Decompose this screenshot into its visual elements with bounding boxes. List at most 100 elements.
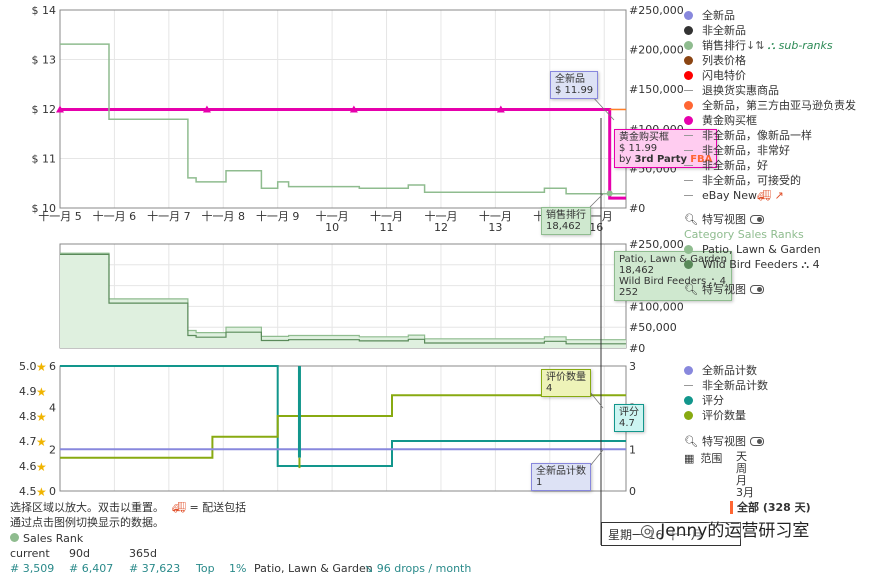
- col-current: current: [10, 547, 50, 560]
- star-icon: ★: [36, 360, 47, 374]
- legend-item[interactable]: 闪电特价: [684, 68, 856, 83]
- legend-item[interactable]: 非全新品，非常好: [684, 143, 856, 158]
- sub-ranks-link[interactable]: ⛬ sub-ranks: [767, 39, 833, 52]
- toggle-icon[interactable]: [749, 215, 764, 224]
- star-icon: ★: [36, 410, 47, 424]
- star-icon: ★: [36, 385, 47, 399]
- legend-item[interactable]: eBay New 🚚︎ ↗: [684, 188, 856, 203]
- rating-tick-label: 4.9: [19, 385, 37, 398]
- tip-review-count: 评价数量 4: [541, 369, 591, 397]
- count-tick-label: 0: [49, 485, 56, 498]
- rank-top: Top: [196, 562, 215, 575]
- legend-label: 非全新品，可接受的: [702, 174, 801, 187]
- rank-current: # 3,509: [10, 562, 55, 575]
- range-option[interactable]: 天: [736, 450, 747, 463]
- legend-item[interactable]: 评价数量: [684, 408, 768, 423]
- range-all-button[interactable]: 全部 (328 天): [730, 501, 811, 514]
- legend-swatch: [684, 101, 693, 110]
- legend-swatch: [684, 245, 693, 254]
- sort-icon[interactable]: ↓⇅: [746, 39, 765, 52]
- x-tick-day-label: 16: [589, 221, 603, 234]
- legend-hint: 通过点击图例切换显示的数据。: [10, 516, 164, 529]
- trend-down-icon: ↘: [364, 562, 374, 575]
- truck-icon[interactable]: 🚚︎ ↗: [757, 189, 784, 202]
- legend-item[interactable]: 黄金购买框: [684, 113, 856, 128]
- legend-item[interactable]: 列表价格: [684, 53, 856, 68]
- legend-label: 非全新品计数: [702, 379, 768, 392]
- category-legend-item[interactable]: Wild Bird Feeders ⛬ 4: [684, 257, 821, 272]
- legend-swatch: [684, 11, 693, 20]
- calendar-icon: ▦: [684, 452, 695, 465]
- truck-icon: 🚚︎: [172, 501, 186, 514]
- legend-swatch: [684, 385, 693, 386]
- wechat-icon: ◎: [640, 521, 655, 541]
- x-tick-label: 十一月: [479, 209, 512, 223]
- view-toggle-mid[interactable]: 🔍︎特写视图: [684, 282, 764, 297]
- legend-item[interactable]: 非全新品: [684, 23, 856, 38]
- range-option[interactable]: 周: [736, 462, 747, 475]
- legend-swatch: [684, 396, 693, 405]
- search-icon: 🔍︎: [684, 435, 698, 448]
- legend-label: eBay New: [702, 189, 758, 202]
- view-toggle-top[interactable]: 🔍︎特写视图: [684, 212, 764, 227]
- legend-item[interactable]: 退换货实惠商品: [684, 83, 856, 98]
- legend-swatch: [684, 135, 693, 136]
- x-tick-label: 十一月 5: [38, 209, 82, 223]
- count-tick-label: 4: [49, 402, 56, 415]
- legend-item[interactable]: 非全新品，好: [684, 158, 856, 173]
- legend-label: 评分: [702, 394, 724, 407]
- legend-item[interactable]: 销售排行 ↓⇅ ⛬ sub-ranks: [684, 38, 856, 53]
- range-option[interactable]: 月: [736, 474, 747, 487]
- legend-label: Wild Bird Feeders ⛬ 4: [702, 258, 820, 271]
- toggle-icon[interactable]: [749, 437, 764, 446]
- y-left-tick-label: $ 10: [32, 202, 57, 215]
- count-tick-label: 6: [49, 360, 56, 373]
- rating-tick-label: 4.6: [19, 460, 37, 473]
- crosshair-date-label: 星期一 16 十一月: [601, 522, 741, 546]
- search-icon: 🔍︎: [684, 283, 698, 296]
- tip-connector: [589, 449, 604, 467]
- sales-rank-point: [606, 190, 613, 197]
- legend-swatch: [684, 150, 693, 151]
- x-tick-label: 十一月: [424, 209, 457, 223]
- category-line: [60, 253, 626, 345]
- shipping-note: 🚚︎ = 配送包括: [172, 501, 247, 514]
- rating-tick-label: 5.0: [19, 360, 37, 373]
- y-right-tick-label: #250,000: [629, 238, 684, 251]
- category-area: [60, 253, 626, 348]
- range-option[interactable]: 3月: [736, 486, 754, 499]
- legend-label: Patio, Lawn & Garden: [702, 243, 821, 256]
- legend-label: 非全新品，好: [702, 159, 768, 172]
- zoom-hint: 选择区域以放大。双击以重置。: [10, 501, 164, 514]
- col-90d: 90d: [69, 547, 90, 560]
- legend-swatch: [684, 116, 693, 125]
- tip-rating: 评分 4.7: [614, 404, 644, 432]
- rank-category: Patio, Lawn & Garden: [254, 562, 373, 575]
- legend-item[interactable]: 非全新品，像新品一样: [684, 128, 856, 143]
- legend-swatch: [684, 41, 693, 50]
- legend-item[interactable]: 全新品计数: [684, 363, 768, 378]
- rank-90d: # 6,407: [69, 562, 114, 575]
- rating-tick-label: 4.5: [19, 485, 37, 498]
- legend-item[interactable]: 全新品: [684, 8, 856, 23]
- star-icon: ★: [36, 435, 47, 449]
- legend-label: 退换货实惠商品: [702, 84, 779, 97]
- toggle-icon[interactable]: [749, 285, 764, 294]
- series-line: [60, 108, 626, 200]
- legend-item[interactable]: 评分: [684, 393, 768, 408]
- view-toggle-bottom[interactable]: 🔍︎特写视图: [684, 434, 764, 449]
- hierarchy-icon: ⛬: [709, 276, 717, 287]
- tip-new-price: 全新品 $ 11.99: [550, 71, 599, 99]
- range-selector: ▦范围: [684, 452, 723, 465]
- legend-item[interactable]: 全新品，第三方由亚马逊负责发: [684, 98, 856, 113]
- sales-rank-dot: [10, 533, 19, 542]
- legend-label: 销售排行: [702, 39, 746, 52]
- legend-item[interactable]: 非全新品计数: [684, 378, 768, 393]
- category-legend-item[interactable]: Patio, Lawn & Garden: [684, 242, 821, 257]
- y-left-tick-label: $ 13: [32, 54, 57, 67]
- legend-item[interactable]: 非全新品，可接受的: [684, 173, 856, 188]
- tip-new-count: 全新品计数 1: [531, 463, 591, 491]
